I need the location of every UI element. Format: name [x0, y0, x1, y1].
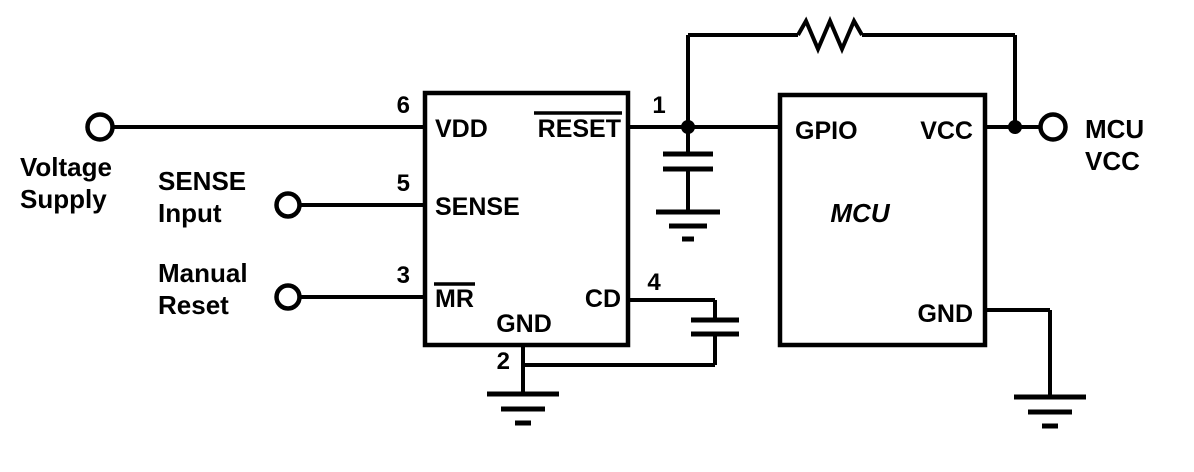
pin-label-reset: RESET: [538, 115, 621, 143]
pin-number-4: 4: [647, 269, 661, 296]
mcu-pin-label-vcc: VCC: [920, 117, 973, 145]
pin-label-vdd: VDD: [435, 115, 488, 143]
pin-number-5: 5: [397, 170, 410, 197]
pin-label-sense: SENSE: [435, 193, 520, 221]
junction-dot-vcc: [1008, 120, 1022, 134]
junction-dot-reset: [681, 120, 695, 134]
manual-reset-terminal-group: Manual Reset: [158, 258, 302, 320]
mcu-pin-label-gnd: GND: [917, 300, 973, 328]
sense-input-terminal-group: SENSE Input: [158, 166, 302, 228]
sense-input-label-line2: Input: [158, 198, 222, 228]
pin-label-cd: CD: [585, 285, 621, 313]
wires: [113, 33, 1052, 397]
pin-number-3: 3: [397, 262, 410, 289]
pin-number-2: 2: [497, 348, 510, 375]
mcu-vcc-terminal: [1038, 112, 1068, 142]
pin-number-1: 1: [652, 92, 665, 119]
pullup-resistor: [796, 15, 864, 55]
cd-capacitor: [691, 317, 739, 337]
voltage-supply-terminal-group: Voltage Supply: [20, 112, 115, 214]
mcu-vcc-terminal-group: MCU VCC: [1038, 112, 1144, 176]
voltage-supply-label-line2: Supply: [20, 184, 107, 214]
voltage-supply-label-line1: Voltage: [20, 152, 112, 182]
sense-input-label-line1: SENSE: [158, 166, 246, 196]
ground-symbol-reset-cap: [656, 209, 720, 242]
reset-capacitor: [663, 151, 713, 172]
sense-input-terminal: [274, 191, 302, 219]
supervisor-ic: 6 5 3 2 1 4 VDD SENSE MR GND RESET CD: [397, 90, 666, 375]
ground-symbol-mcu: [1014, 394, 1086, 429]
pin-label-gnd: GND: [496, 310, 552, 338]
mcu-body: [777, 92, 988, 348]
voltage-supply-terminal: [85, 112, 115, 142]
mcu-pin-label-gpio: GPIO: [795, 117, 858, 145]
mcu-vcc-label-line1: MCU: [1085, 114, 1144, 144]
manual-reset-terminal: [274, 283, 302, 311]
pin-label-mr: MR: [435, 285, 474, 313]
mcu-name-label: MCU: [830, 198, 890, 228]
supervisor-ic-body: [422, 90, 631, 348]
mcu-vcc-label-line2: VCC: [1085, 146, 1140, 176]
ground-symbol-supervisor: [487, 391, 559, 426]
mcu: GPIO VCC GND MCU: [777, 92, 988, 348]
pin-number-6: 6: [397, 92, 410, 119]
manual-reset-label-line2: Reset: [158, 290, 229, 320]
manual-reset-label-line1: Manual: [158, 258, 248, 288]
